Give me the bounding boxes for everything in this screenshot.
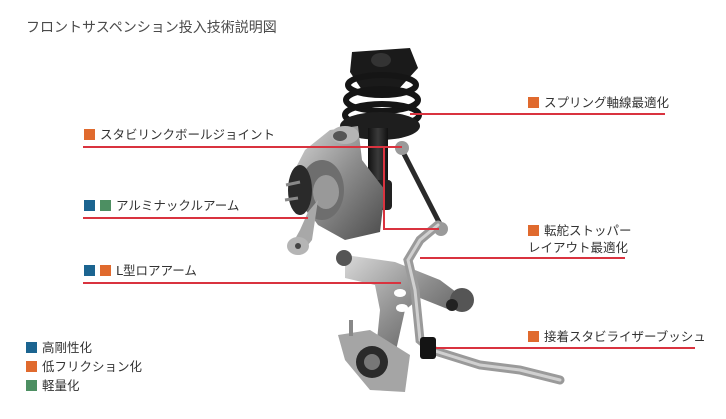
callout-l-lower-arm: L型ロアアーム	[84, 262, 197, 279]
leader-line-stabi-link	[83, 146, 402, 148]
leader-line-steering-stopper	[420, 257, 625, 259]
legend-label: 高剛性化	[42, 340, 93, 355]
low-friction-marker-icon	[528, 225, 539, 236]
callout-stabi-link: スタビリンクボールジョイント	[84, 126, 275, 143]
legend-item-low-friction: 低フリクション化	[26, 357, 142, 376]
callout-label: スプリング軸線最適化	[544, 95, 670, 110]
callout-aluminum-knuckle: アルミナックルアーム	[84, 197, 239, 214]
callout-label-line2: レイアウト最適化	[528, 240, 629, 255]
rigidity-marker-icon	[84, 265, 95, 276]
lightweight-swatch-icon	[26, 380, 37, 391]
low-friction-marker-icon	[528, 331, 539, 342]
callout-stabilizer-bush: 接着スタビライザーブッシュ	[528, 328, 706, 345]
leader-line-spring-axis	[410, 113, 665, 115]
callout-label-line1: 転舵ストッパー	[544, 223, 632, 238]
rigidity-marker-icon	[84, 200, 95, 211]
legend-item-rigidity: 高剛性化	[26, 338, 142, 357]
leader-line-stabi-link-vertical	[383, 146, 385, 229]
legend: 高剛性化 低フリクション化 軽量化	[26, 338, 142, 395]
callout-label: L型ロアアーム	[116, 263, 197, 278]
low-friction-marker-icon	[84, 129, 95, 140]
legend-label: 軽量化	[42, 378, 80, 393]
leader-line-l-lower-arm	[83, 282, 401, 284]
callout-label: アルミナックルアーム	[116, 198, 240, 213]
diagram-title: フロントサスペンション投入技術説明図	[26, 20, 277, 36]
rigidity-swatch-icon	[26, 342, 37, 353]
callout-steering-stopper: 転舵ストッパー レイアウト最適化	[528, 222, 632, 256]
legend-label: 低フリクション化	[42, 359, 143, 374]
legend-item-lightweight: 軽量化	[26, 376, 142, 395]
callout-label: 接着スタビライザーブッシュ	[544, 329, 706, 344]
low-friction-marker-icon	[100, 265, 111, 276]
callout-spring-axis: スプリング軸線最適化	[528, 94, 669, 111]
low-friction-marker-icon	[528, 97, 539, 108]
lightweight-marker-icon	[100, 200, 111, 211]
callout-label: スタビリンクボールジョイント	[100, 127, 276, 142]
leader-line-stabi-link-lower	[383, 228, 439, 230]
leader-line-aluminum-knuckle	[83, 217, 308, 219]
low-friction-swatch-icon	[26, 361, 37, 372]
leader-line-stabilizer-bush	[436, 347, 695, 349]
